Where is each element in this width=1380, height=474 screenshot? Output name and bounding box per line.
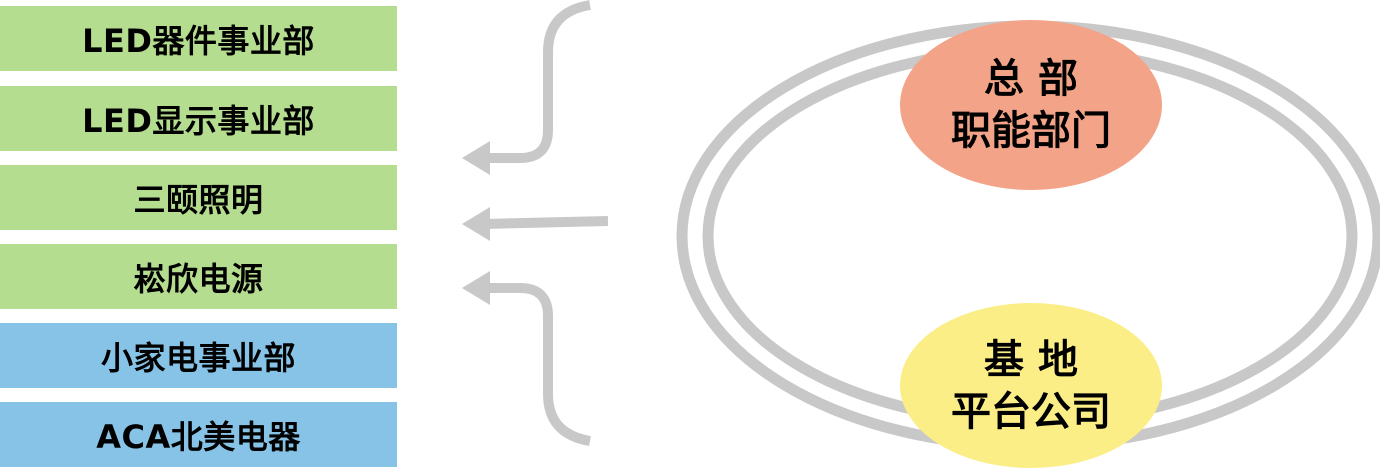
brace-arrows xyxy=(462,0,609,446)
base-node: 基 地 平台公司 xyxy=(900,303,1162,468)
arrow-head-lower xyxy=(462,271,490,305)
unit-led-devices: LED器件事业部 xyxy=(0,6,397,71)
headquarters-subtitle: 职能部门 xyxy=(951,108,1111,154)
arrow-head-upper xyxy=(462,141,490,175)
unit-small-appliances: 小家电事业部 xyxy=(0,323,397,388)
unit-sanyi-lighting: 三颐照明 xyxy=(0,165,397,230)
brace-upper-arm xyxy=(484,0,592,163)
unit-aca-north-america: ACA北美电器 xyxy=(0,402,397,467)
base-title: 基 地 xyxy=(984,336,1078,383)
headquarters-title: 总 部 xyxy=(984,56,1078,102)
unit-led-display: LED显示事业部 xyxy=(0,86,397,151)
unit-songxin-power: 崧欣电源 xyxy=(0,244,397,309)
brace-middle-arm xyxy=(483,216,609,229)
headquarters-node: 总 部 职能部门 xyxy=(900,20,1162,190)
base-subtitle: 平台公司 xyxy=(951,388,1111,435)
arrow-head-middle xyxy=(462,207,490,241)
brace-lower-arm xyxy=(484,283,592,446)
